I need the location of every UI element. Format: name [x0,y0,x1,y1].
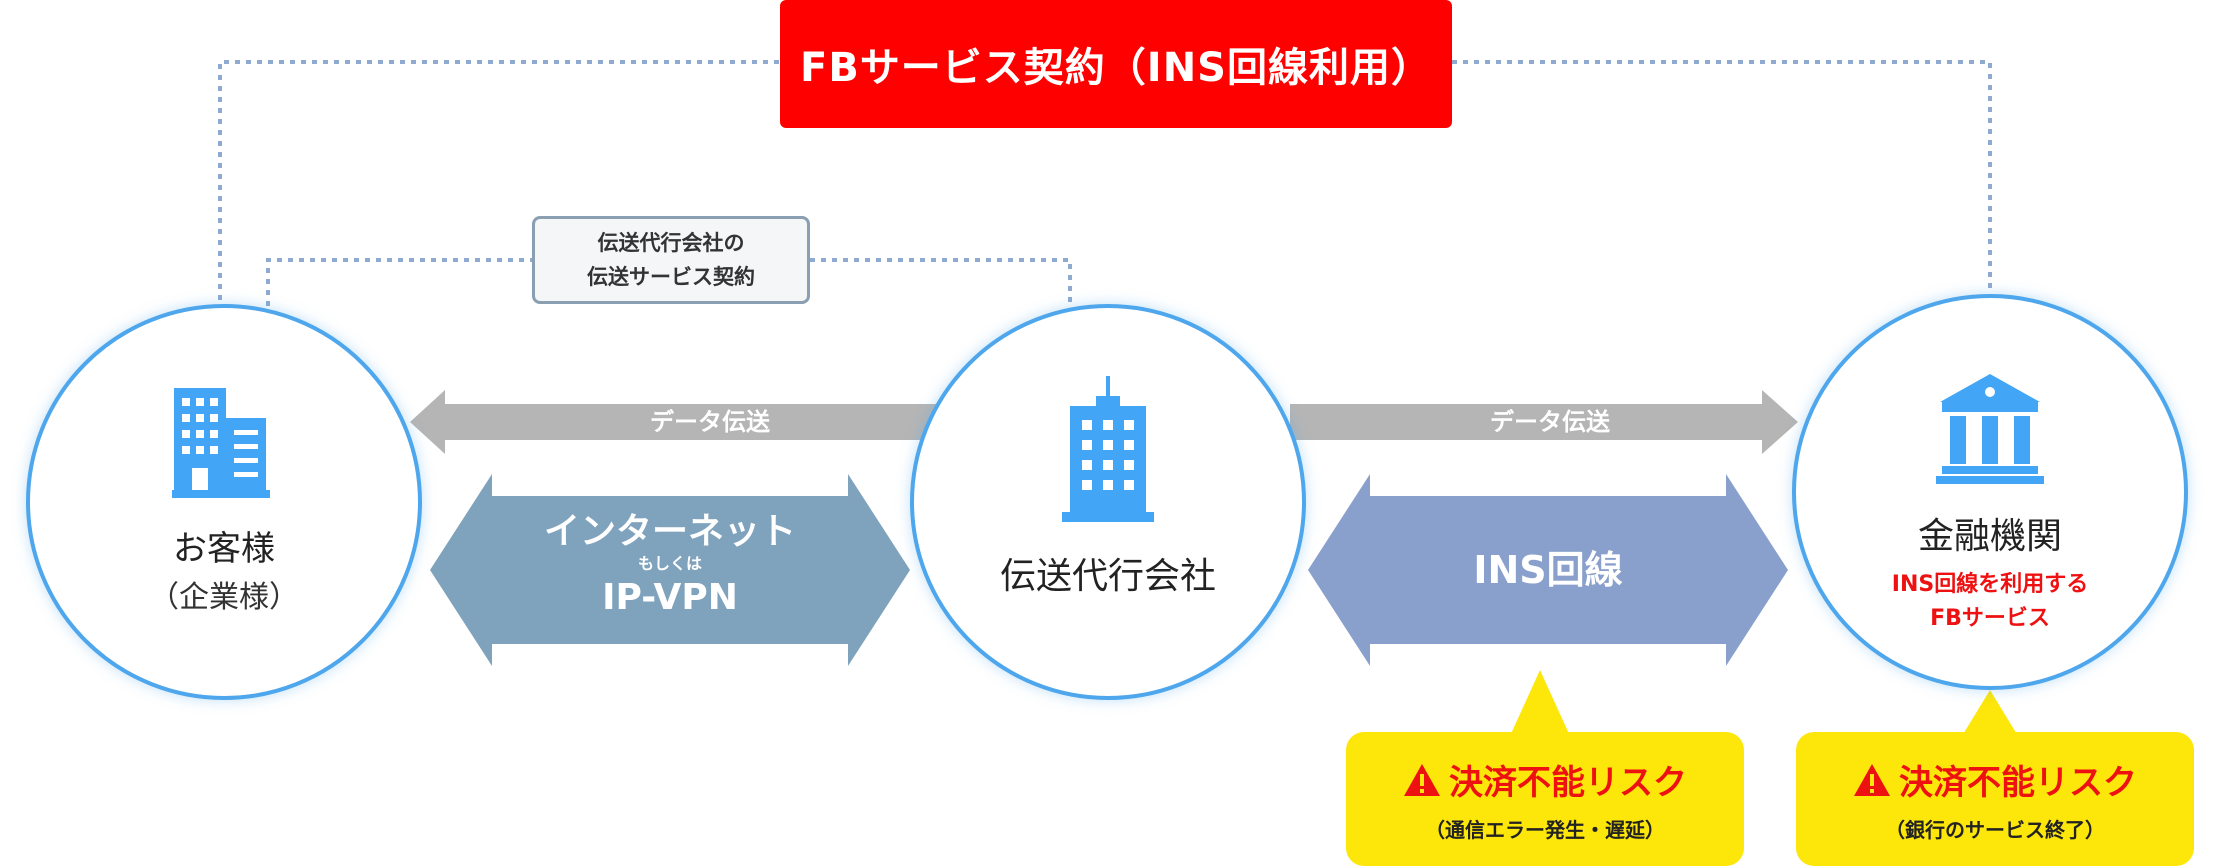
ins-risk-detail: （通信エラー発生・遅延） [1425,818,1665,842]
data-transfer-left-label: データ伝送 [650,408,770,436]
bank-risk-box: 決済不能リスク （銀行のサービス終了） [1796,732,2194,866]
fb-contract-line-left [218,60,780,300]
ins-risk-box: 決済不能リスク （通信エラー発生・遅延） [1346,732,1744,866]
fb-service-contract-label: FBサービス契約（INS回線利用） [800,45,1432,91]
bank-sublabel-line1: INS回線を利用する [1891,572,2089,597]
transfer-service-contract-box: 伝送代行会社の 伝送サービス契約 [532,216,810,304]
internet-or-label: もしくは [637,554,702,573]
data-transfer-arrow-right [1290,390,1798,454]
fb-service-contract-box: FBサービス契約（INS回線利用） [780,0,1452,128]
ins-double-arrow [1308,474,1788,666]
office-buildings-icon [172,388,270,498]
bank-icon [1936,374,2044,484]
data-transfer-arrow-left [410,390,936,454]
internet-double-arrow [430,474,910,666]
ins-risk-title: 決済不能リスク [1449,763,1687,803]
bank-node [1792,294,2188,690]
ins-risk-pointer [1510,670,1570,736]
internet-label: インターネット [543,511,796,552]
customer-sublabel: （企業様） [149,580,299,615]
transfer-contract-line-left [266,258,532,306]
bank-label: 金融機関 [1917,516,2062,557]
transfer-agent-label: 伝送代行会社 [999,556,1216,597]
bank-risk-detail: （銀行のサービス終了） [1885,818,2105,842]
warning-icon [1854,763,1890,796]
warning-icon [1404,763,1440,796]
bank-sublabel-line2: FBサービス [1930,606,2050,631]
tower-building-icon [1062,376,1154,522]
transfer-contract-line1: 伝送代行会社の [597,231,745,255]
bank-risk-pointer [1962,690,2018,736]
internet-arrow-label: インターネット もしくは IP-VPN [492,510,848,622]
ip-vpn-label: IP-VPN [602,577,738,618]
customer-label: お客様 [173,529,275,569]
bank-risk-title: 決済不能リスク [1899,763,2137,803]
customer-node [26,304,422,700]
transfer-contract-line2: 伝送サービス契約 [587,265,755,289]
fb-contract-line-right [1452,60,1992,290]
bank-risk-title-row: 決済不能リスク [1853,755,2137,804]
bank-sublabel: INS回線を利用する FBサービス [1792,568,2188,636]
transfer-contract-line-right [810,258,1072,306]
data-transfer-right-label: データ伝送 [1490,408,1610,436]
ins-line-label: INS回線 [1473,548,1623,592]
ins-risk-title-row: 決済不能リスク [1403,755,1687,804]
